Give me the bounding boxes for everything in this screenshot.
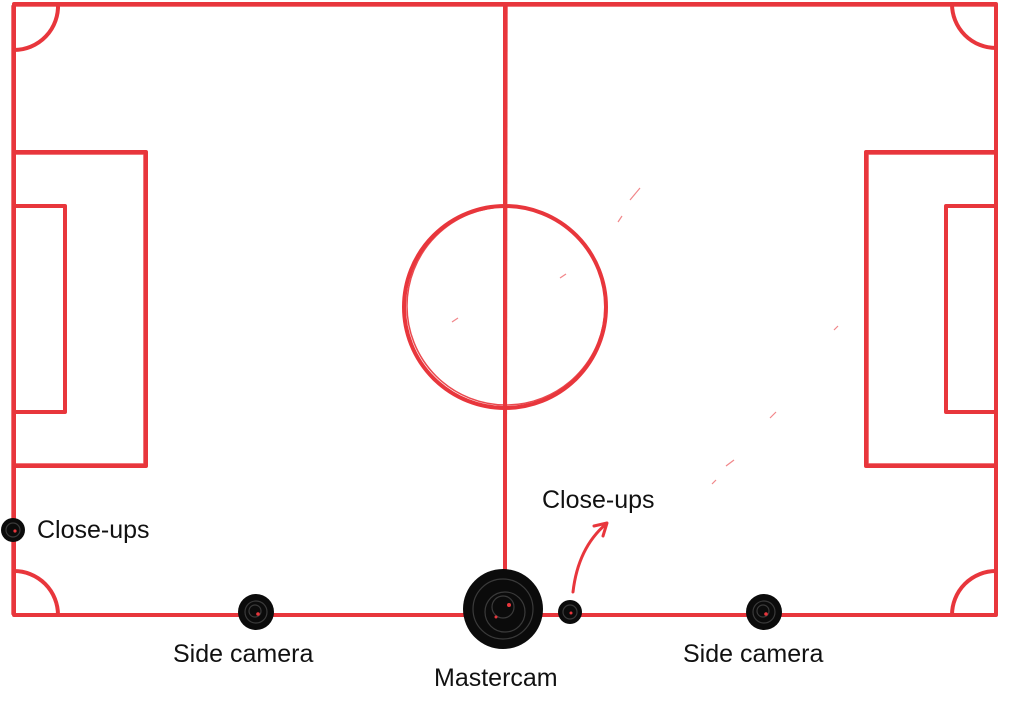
camera-close-ups-center (558, 600, 582, 624)
center-circle-sketch (406, 206, 606, 406)
pen-specks (451, 187, 839, 485)
camera-mastercam (463, 569, 543, 649)
label-close-ups-left: Close-ups (37, 516, 150, 544)
camera-marker-icon (1, 518, 25, 542)
soccer-field (11, 2, 998, 617)
corner-arc-bottom-left (12, 569, 60, 617)
right-penalty-area-sketch (867, 153, 996, 465)
curved-arrow-icon (571, 521, 609, 594)
halfway-line-sketch (505, 3, 508, 616)
camera-close-ups-left (1, 518, 25, 542)
camera-marker-icon (746, 594, 782, 630)
right-penalty-area (864, 150, 998, 468)
label-side-camera-left: Side camera (173, 640, 313, 668)
left-penalty-area (12, 150, 148, 468)
left-penalty-area-sketch (14, 153, 145, 465)
camera-side-left (238, 594, 274, 630)
camera-marker-icon (238, 594, 274, 630)
corner-arc-top-right (950, 2, 998, 50)
right-goal-area (944, 204, 998, 414)
center-circle (402, 204, 608, 410)
label-close-ups-center: Close-ups (542, 486, 655, 514)
left-goal-area (12, 204, 67, 414)
camera-marker-icon (463, 569, 543, 649)
corner-arc-top-left (12, 2, 61, 53)
corner-arc-bottom-right (950, 569, 998, 617)
label-mastercam: Mastercam (434, 664, 558, 692)
label-side-camera-right: Side camera (683, 640, 823, 668)
camera-side-right (746, 594, 782, 630)
camera-marker-icon (558, 600, 582, 624)
